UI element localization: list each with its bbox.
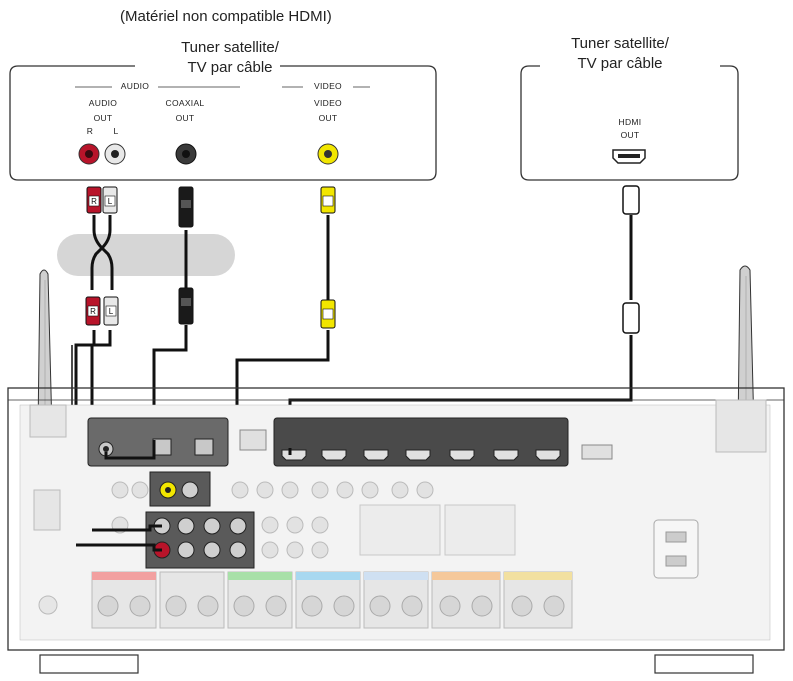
rca-plug-white — [103, 296, 119, 326]
power-inlet-icon — [653, 519, 699, 579]
coaxial-plug — [178, 186, 194, 228]
alternative-bubble — [57, 234, 235, 276]
hdmi-out-label-2: OUT — [620, 130, 640, 140]
right-device-title-line2: TV par câble — [577, 55, 663, 72]
left-source-device — [9, 65, 437, 181]
antenna-icon — [37, 269, 53, 431]
audio-out-label-2: OUT — [93, 113, 113, 123]
plug-label-r: R — [91, 197, 97, 206]
plug-label-l: L — [109, 307, 114, 316]
hdmi-out-label-1: HDMI — [618, 117, 642, 127]
hdmi-plug — [622, 185, 640, 215]
av-receiver — [7, 387, 785, 674]
coaxial-plug — [178, 287, 194, 325]
rca-plug-red — [85, 296, 101, 326]
plug-label-l: L — [108, 197, 113, 206]
video-plug — [320, 299, 336, 329]
hdmi-plug — [622, 302, 640, 334]
rca-jack-icon — [104, 143, 126, 165]
right-device-title-line1: Tuner satellite/ — [571, 35, 669, 52]
coaxial-out-label-2: OUT — [175, 113, 195, 123]
audio-r-label: R — [86, 126, 94, 136]
audio-out-label-1: AUDIO — [88, 98, 118, 108]
rca-plug-white — [102, 186, 118, 214]
video-out-label-1: VIDEO — [314, 98, 342, 108]
rca-jack-icon — [78, 143, 100, 165]
left-device-title-line2: TV par câble — [187, 59, 273, 76]
video-plug — [320, 186, 336, 214]
coaxial-out-label-1: COAXIAL — [165, 98, 205, 108]
hdmi-port-icon — [612, 149, 646, 164]
right-source-device — [520, 65, 739, 181]
rca-plug-red — [86, 186, 102, 214]
rca-jack-icon — [317, 143, 339, 165]
audio-group-label: AUDIO — [120, 81, 150, 91]
left-device-title-line1: Tuner satellite/ — [181, 39, 279, 56]
video-group-label: VIDEO — [314, 81, 342, 91]
video-out-label-2: OUT — [318, 113, 338, 123]
rca-jack-icon — [175, 143, 197, 165]
audio-l-label: L — [113, 126, 119, 136]
plug-label-r: R — [90, 307, 96, 316]
incompatible-hdmi-note: (Matériel non compatible HDMI) — [120, 8, 332, 25]
